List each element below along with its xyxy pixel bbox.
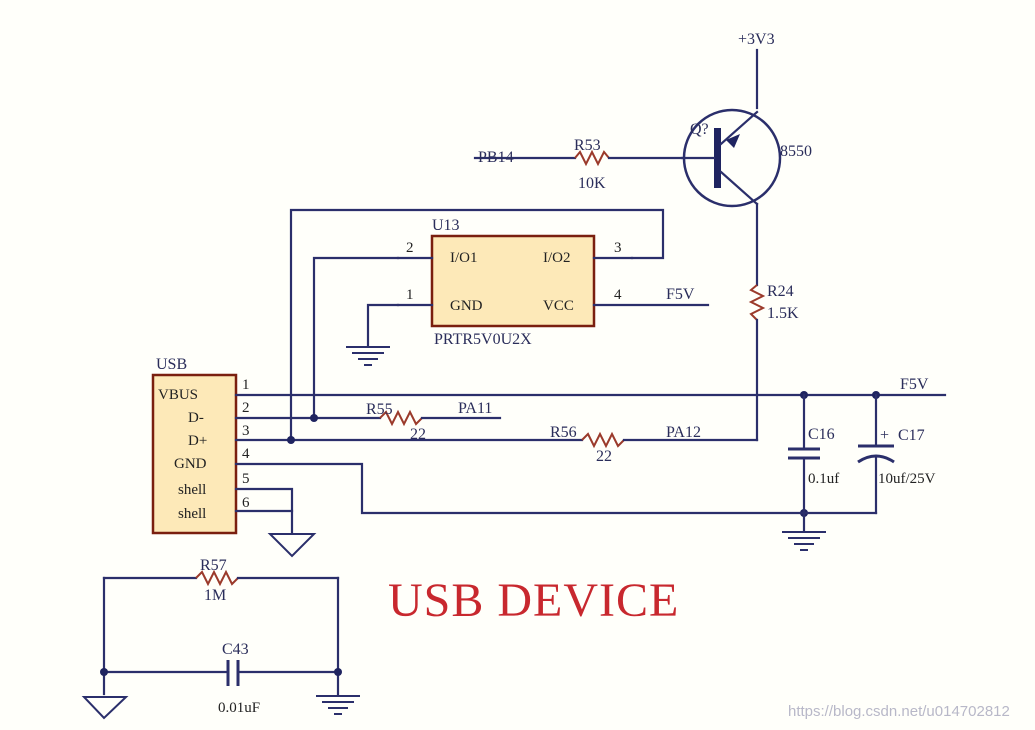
r24-branch: R24 1.5K	[748, 202, 799, 442]
u13-ref: U13	[432, 217, 460, 234]
watermark: https://blog.csdn.net/u014702812	[788, 703, 1010, 720]
r55-value: 22	[410, 426, 426, 443]
usb-pin3-num: 3	[242, 423, 250, 439]
usb-connector: USB VBUS D- D+ GND shell shell 1 2 3 4 5…	[151, 356, 250, 535]
f5v-right-label: F5V	[900, 376, 929, 393]
pa12-net: PA12	[666, 424, 701, 441]
u13-pin4-num: 4	[614, 287, 622, 303]
r24-resistor	[748, 284, 766, 321]
usb-body	[151, 373, 238, 535]
usb-shell-wire	[234, 487, 294, 534]
usb-ref: USB	[156, 356, 187, 373]
usb-pin6-name: shell	[178, 506, 206, 522]
shell-ground-icon	[267, 533, 317, 558]
r57-ground-icon	[316, 695, 360, 715]
u13-pin3-num: 3	[614, 240, 622, 256]
f5v-top-label: F5V	[666, 286, 695, 303]
u13-body	[430, 234, 596, 328]
r53-value: 10K	[578, 175, 606, 192]
u13-pin2-name: I/O1	[450, 250, 478, 266]
u13-io1-wire	[312, 256, 400, 420]
c43-ref: C43	[222, 641, 249, 658]
c17-ref: C17	[898, 427, 925, 444]
r24-ref: R24	[767, 283, 794, 300]
usb-pin1-num: 1	[242, 377, 250, 393]
u13-ground-icon	[346, 346, 390, 366]
v33-supply: +3V3	[738, 31, 775, 110]
c17-polarity: +	[880, 427, 889, 444]
usb-pin3-name: D+	[188, 433, 207, 449]
r57-value: 1M	[204, 587, 226, 604]
pb14-net: PB14	[478, 149, 514, 166]
r53-resistor	[574, 149, 610, 167]
r24-value: 1.5K	[767, 305, 799, 322]
c17-capacitor: + C17 10uf/25V	[857, 393, 936, 515]
usb-pin4-num: 4	[242, 446, 250, 462]
r53-ref: R53	[574, 137, 601, 154]
r55-ref: R55	[366, 401, 393, 418]
u13-io2-wire	[289, 208, 665, 442]
pa11-net: PA11	[458, 400, 492, 417]
c16-capacitor: C16 0.1uf	[788, 393, 839, 532]
r57-resistor	[195, 569, 239, 587]
u13-part: PRTR5V0U2X	[434, 331, 532, 348]
c16-ref: C16	[808, 426, 835, 443]
u13-pin2-num: 2	[406, 240, 414, 256]
c16-value: 0.1uf	[808, 471, 839, 487]
r57-c43-network: R57 1M C43 0.01uF	[100, 557, 342, 716]
usb-pin1-name: VBUS	[158, 387, 198, 403]
usb-pin2-name: D-	[188, 410, 204, 426]
r55-resistor	[379, 409, 423, 427]
c16-ground-icon	[782, 531, 826, 551]
emitter-arrow-icon	[726, 134, 740, 148]
junction-dplus	[287, 436, 295, 444]
junction-dminus	[310, 414, 318, 422]
usb-pin5-num: 5	[242, 471, 250, 487]
shell-chassis-ground-icon	[81, 696, 129, 720]
r56-value: 22	[596, 448, 612, 465]
transistor-q: Q? 8550	[680, 108, 812, 208]
transistor-part: 8550	[780, 143, 812, 160]
usb-pin6-num: 6	[242, 495, 250, 511]
u13-pin1-num: 1	[406, 287, 414, 303]
r56-ref: R56	[550, 424, 577, 441]
usb-pin5-name: shell	[178, 482, 206, 498]
transistor-base-bar	[714, 128, 721, 188]
c17-value: 10uf/25V	[878, 471, 936, 487]
usb-pin2-num: 2	[242, 400, 250, 416]
r57-ref: R57	[200, 557, 227, 574]
usb-gnd-wire	[234, 462, 878, 515]
r56-resistor	[581, 431, 625, 449]
u13-gnd-wire	[366, 303, 400, 347]
u13-pin3-name: I/O2	[543, 250, 571, 266]
transistor-ref: Q?	[690, 121, 709, 138]
usb-pin4-name: GND	[174, 456, 207, 472]
u13-pin1-name: GND	[450, 298, 483, 314]
v33-label: +3V3	[738, 31, 775, 48]
c43-value: 0.01uF	[218, 700, 260, 716]
u13-pin4-name: VCC	[543, 298, 574, 314]
r53-branch: PB14 R53 10K	[473, 137, 684, 192]
u13-chip: U13 PRTR5V0U2X I/O1 GND I/O2 VCC 2 1 3 4…	[396, 217, 710, 348]
schematic-title: USB DEVICE	[388, 574, 679, 627]
